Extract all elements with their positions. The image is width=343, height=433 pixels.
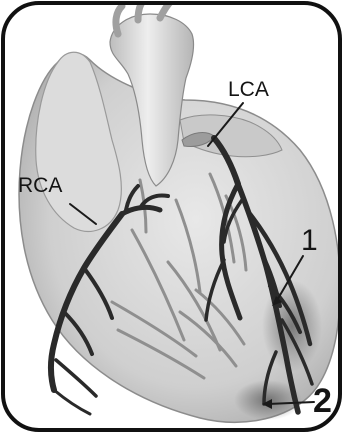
marker-2-label: 2 [313, 384, 332, 418]
marker-1-label: 1 [301, 226, 318, 256]
rca-label: RCA [18, 175, 62, 196]
lca-label: LCA [228, 79, 269, 100]
